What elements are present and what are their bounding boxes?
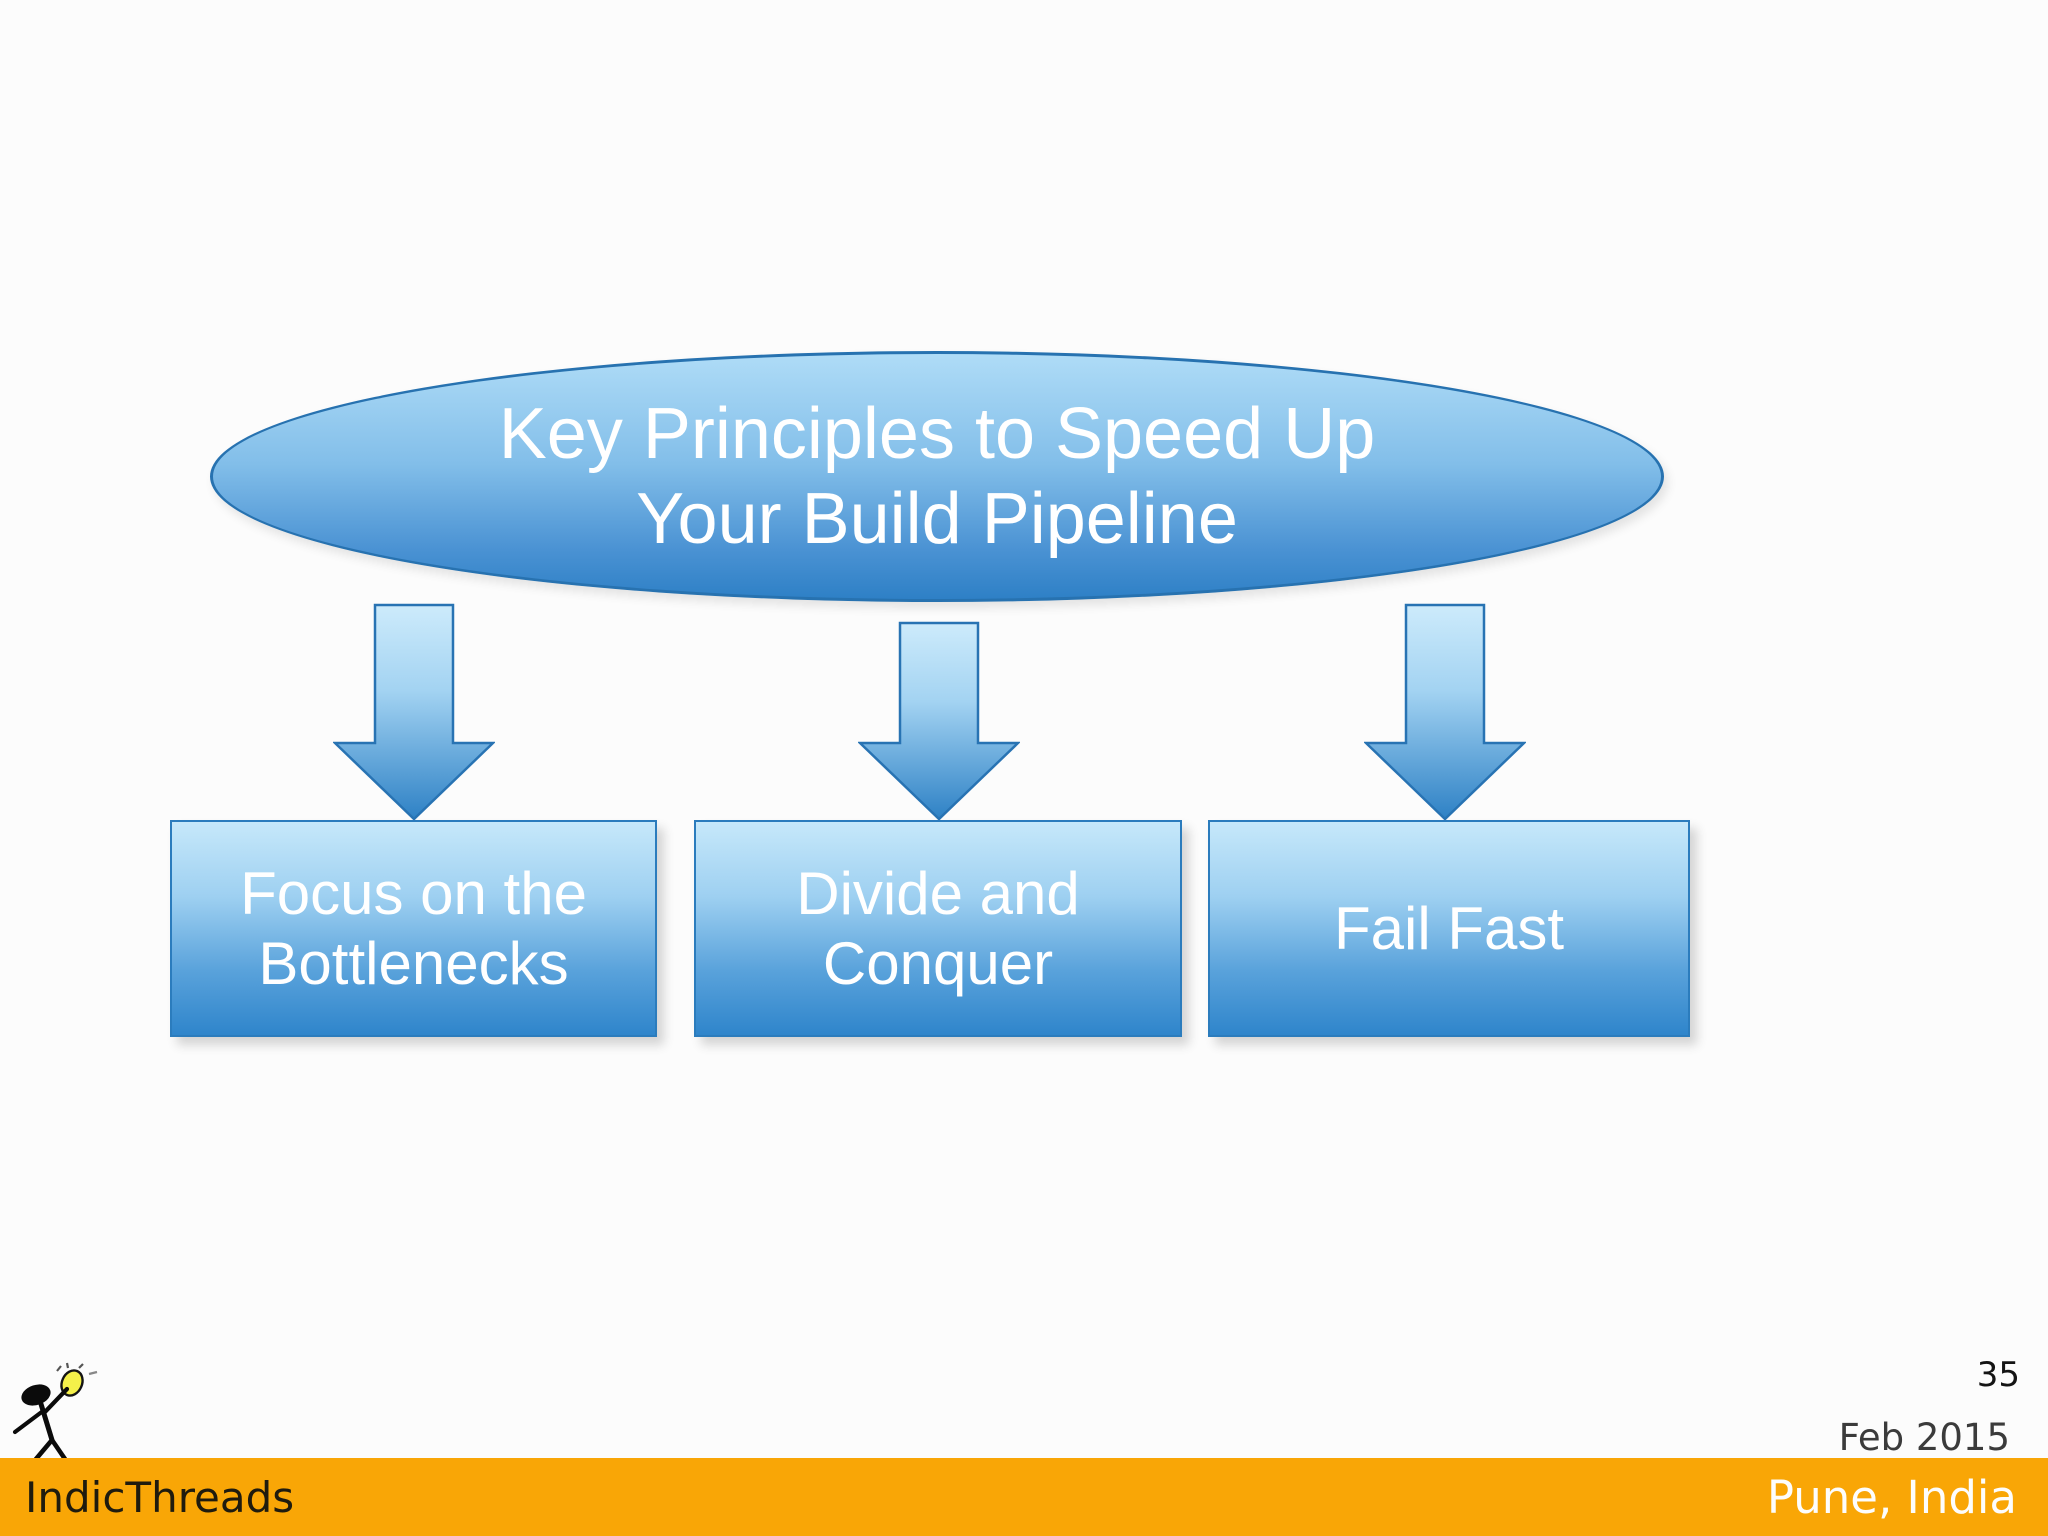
down-arrow-icon bbox=[333, 603, 495, 821]
footer-bar: IndicThreads Pune, India bbox=[0, 1458, 2048, 1536]
principle-label: Fail Fast bbox=[1333, 894, 1565, 962]
principle-box-divide-and-conquer: Divide and Conquer bbox=[694, 820, 1182, 1037]
principle-box-focus-on-bottlenecks: Focus on the Bottlenecks bbox=[170, 820, 657, 1037]
title-ellipse: Key Principles to Speed Up Your Build Pi… bbox=[210, 351, 1664, 602]
footer-location: Pune, India bbox=[1766, 1470, 2017, 1524]
principle-label: Divide and Conquer bbox=[796, 859, 1080, 997]
slide-date: Feb 2015 bbox=[1838, 1416, 2010, 1459]
slide-title-line1: Key Principles to Speed Up bbox=[498, 393, 1376, 474]
down-arrow-icon bbox=[1364, 603, 1526, 821]
indicthreads-stick-figure-logo-icon bbox=[12, 1362, 98, 1460]
principle-label: Focus on the Bottlenecks bbox=[240, 859, 587, 997]
slide-title-line2: Your Build Pipeline bbox=[636, 478, 1238, 559]
page-number: 35 bbox=[1976, 1355, 2020, 1395]
principle-box-fail-fast: Fail Fast bbox=[1208, 820, 1690, 1037]
down-arrow-icon bbox=[858, 621, 1020, 821]
footer-brand: IndicThreads bbox=[25, 1472, 295, 1522]
